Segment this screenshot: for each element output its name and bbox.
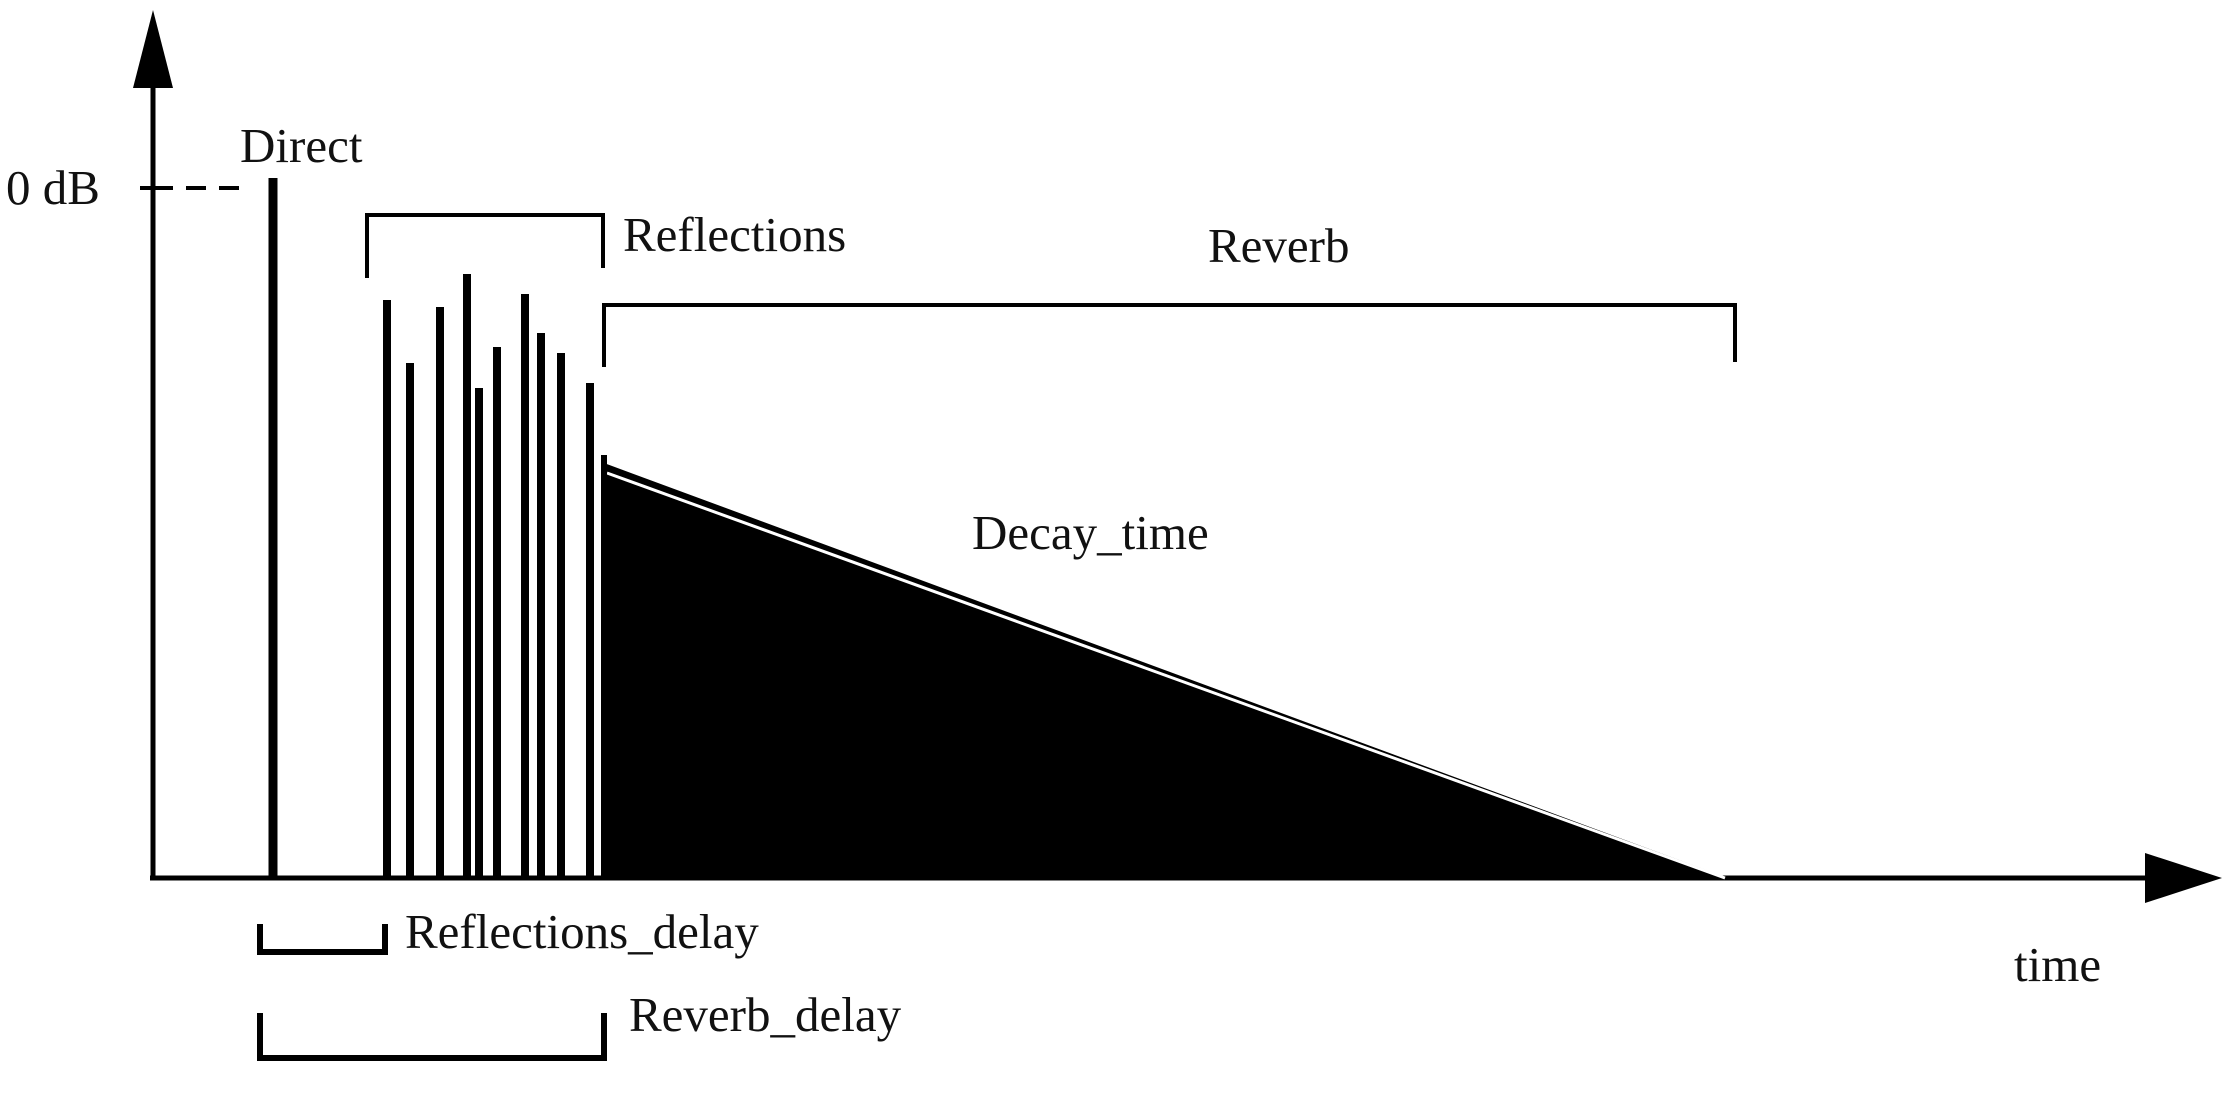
reverb-delay-bracket bbox=[257, 1013, 607, 1061]
zero-db-label: 0 dB bbox=[6, 160, 100, 215]
time-axis-label: time bbox=[2014, 937, 2101, 992]
reflections-delay-label: Reflections_delay bbox=[405, 904, 759, 959]
reverb-decay-triangle bbox=[604, 463, 1728, 878]
decay-time-label: Decay_time bbox=[972, 505, 1209, 560]
x-axis-arrowhead bbox=[2145, 853, 2222, 903]
reflections-bracket bbox=[365, 213, 605, 278]
reflections-delay-bracket bbox=[257, 924, 388, 955]
reflections-label: Reflections bbox=[623, 207, 846, 262]
reflection-spikes bbox=[383, 274, 594, 878]
reverb-label: Reverb bbox=[1208, 218, 1350, 273]
reverb-delay-label: Reverb_delay bbox=[629, 987, 902, 1042]
y-axis-arrowhead bbox=[133, 10, 173, 88]
reverb-bracket bbox=[602, 303, 1737, 367]
reverb-decay-edge-highlight bbox=[606, 471, 1726, 880]
direct-label: Direct bbox=[240, 118, 363, 173]
